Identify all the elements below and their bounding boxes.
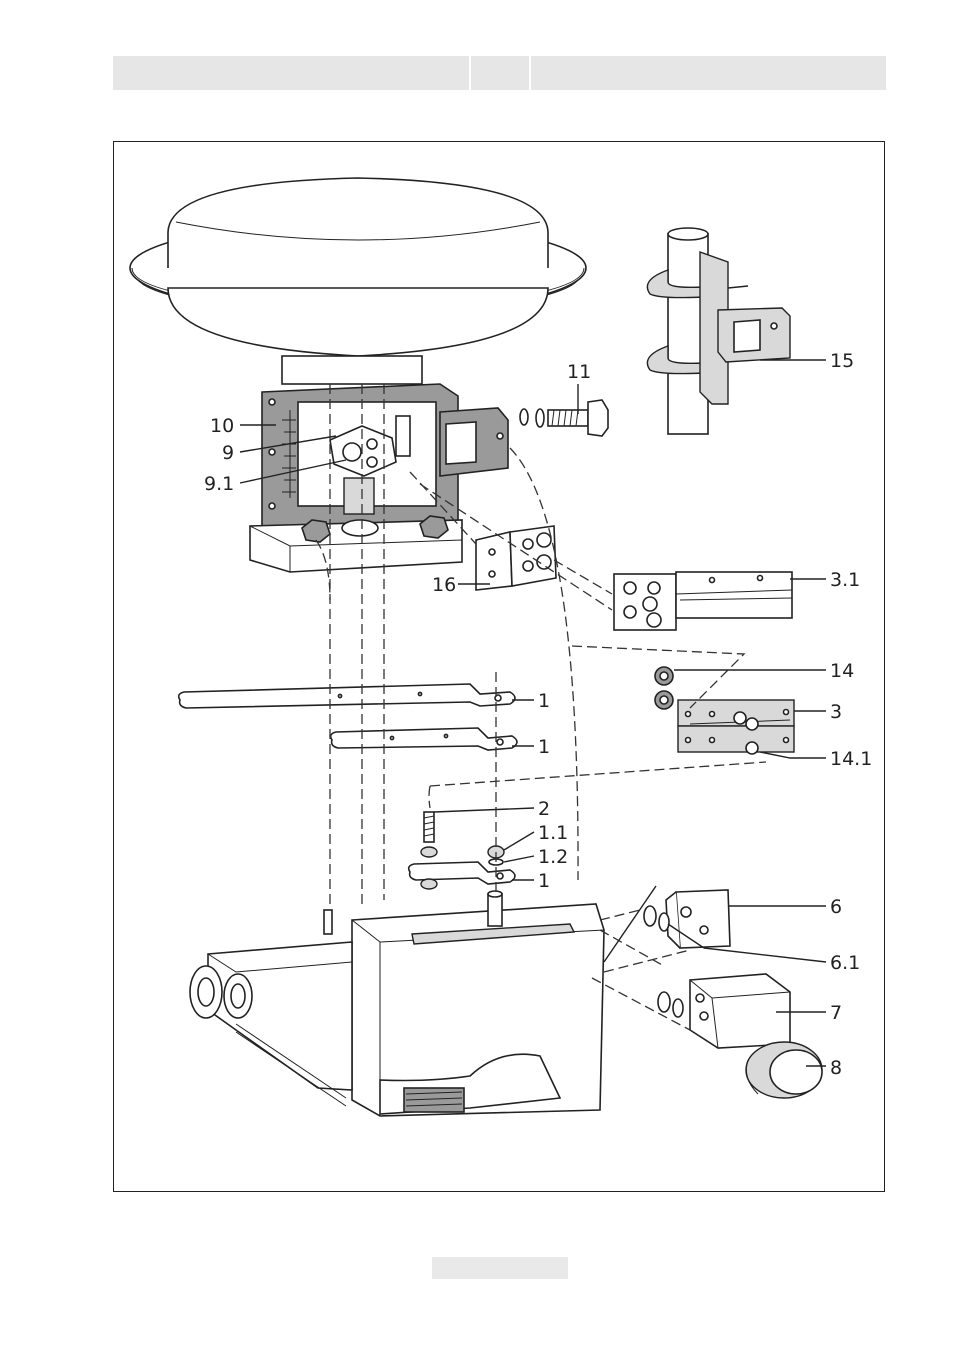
label-1-2: 1.2 — [538, 846, 568, 868]
lever-short — [331, 728, 517, 750]
label-16: 16 — [432, 574, 456, 596]
footer-page-bar — [432, 1257, 568, 1279]
label-7: 7 — [830, 1002, 842, 1024]
label-14-1: 14.1 — [830, 748, 872, 770]
label-8: 8 — [830, 1057, 842, 1079]
label-6: 6 — [830, 896, 842, 918]
label-9-1: 9.1 — [204, 473, 234, 495]
label-9: 9 — [222, 442, 234, 464]
lever-long — [179, 684, 515, 708]
bracket-part-16 — [476, 526, 556, 590]
nuts-part-14 — [655, 667, 673, 709]
screw-part-11 — [520, 400, 608, 436]
label-2: 2 — [538, 798, 550, 820]
label-3-1: 3.1 — [830, 569, 860, 591]
bracket-part-3 — [678, 700, 794, 754]
pipe-mount-part-15 — [647, 228, 790, 434]
bracket-part-3-1 — [614, 572, 792, 630]
label-1-small-lever: 1 — [538, 870, 550, 892]
filter-part-8 — [746, 1042, 822, 1098]
label-1-short-lever: 1 — [538, 736, 550, 758]
block-part-7 — [658, 974, 790, 1048]
label-15: 15 — [830, 350, 854, 372]
label-10: 10 — [210, 415, 234, 437]
label-1-long-lever: 1 — [538, 690, 550, 712]
label-14: 14 — [830, 660, 854, 682]
label-11: 11 — [567, 361, 591, 383]
label-3: 3 — [830, 701, 842, 723]
block-part-6 — [644, 890, 730, 948]
actuator-housing — [130, 178, 586, 384]
label-6-1: 6.1 — [830, 952, 860, 974]
positioner-body — [190, 891, 604, 1116]
actuator-base — [250, 516, 462, 572]
label-1-1: 1.1 — [538, 822, 568, 844]
yoke-plate — [262, 384, 508, 530]
